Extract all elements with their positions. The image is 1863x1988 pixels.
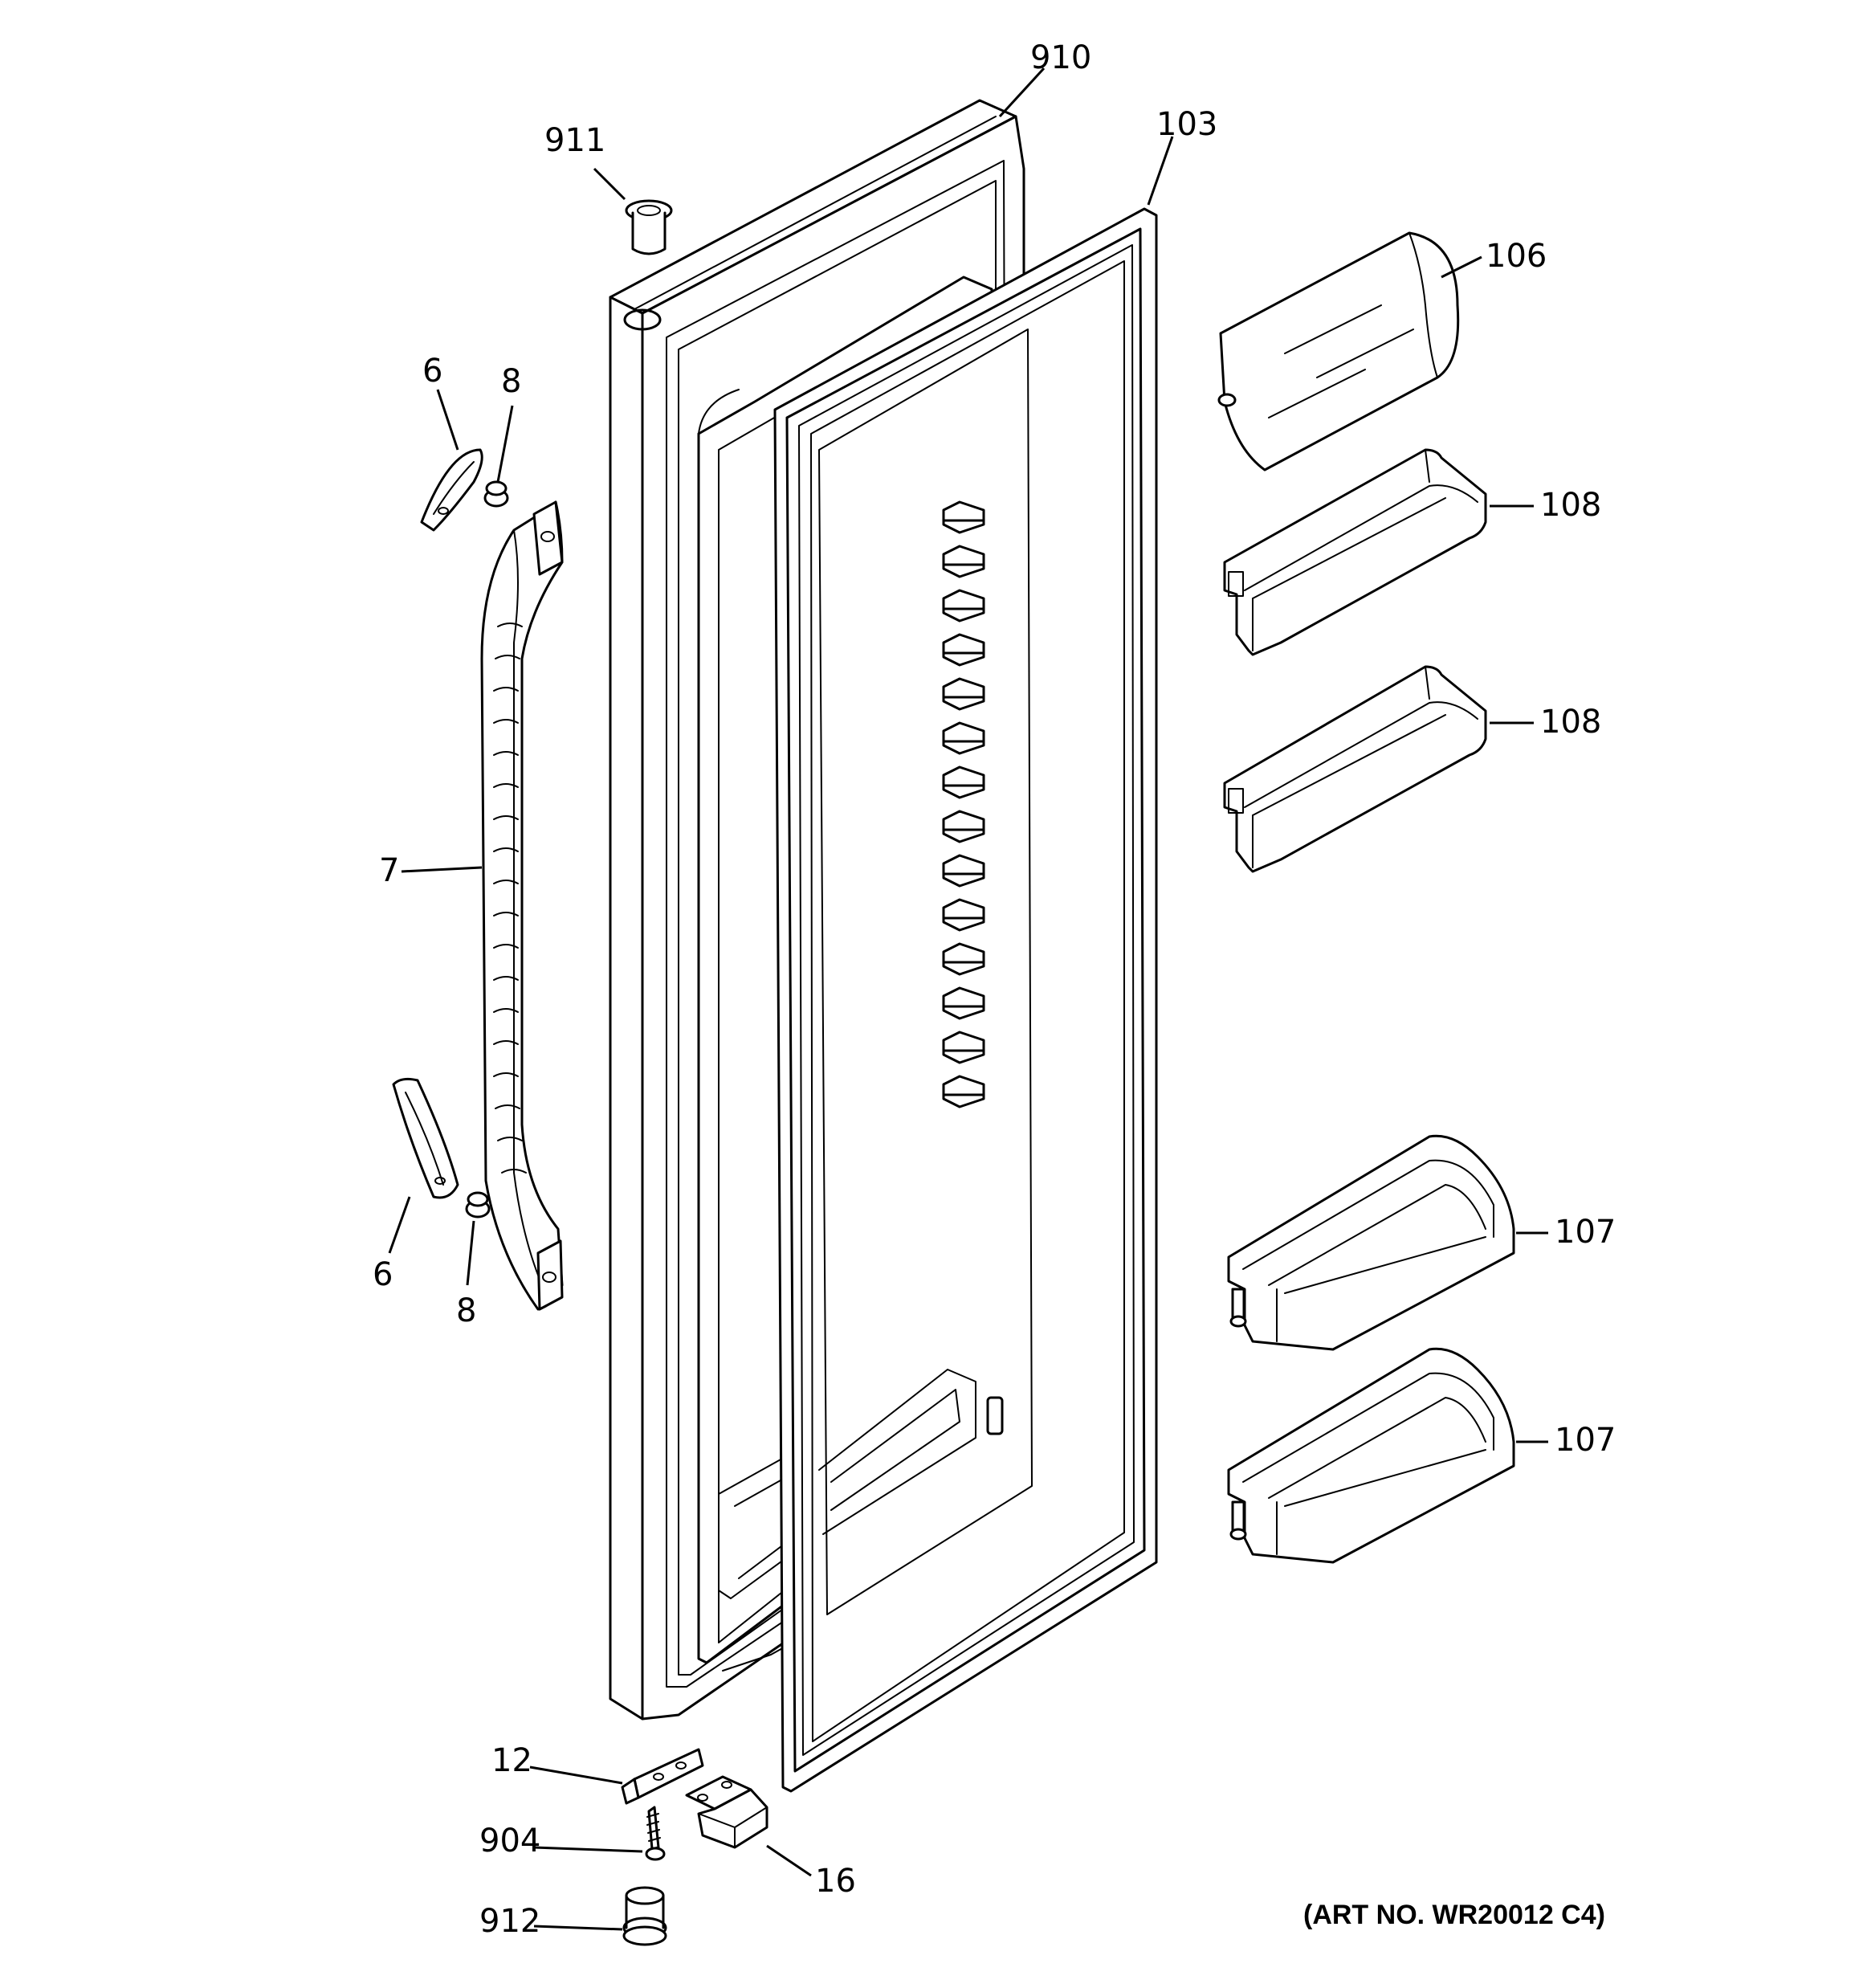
door-handle [480,500,564,1311]
shelf-support-ribs [942,500,985,1108]
callout-12: 12 [491,1742,532,1779]
callout-labels: 910 103 911 106 108 108 107 107 6 8 7 6 … [373,39,1616,1940]
leader-lines [388,67,1548,1931]
handle-cap-top [420,448,483,532]
callout-7: 7 [379,852,399,889]
shelf-bin-upper [1223,448,1487,656]
dairy-door [1217,231,1460,471]
callout-911: 911 [544,122,605,159]
callout-108-lower: 108 [1540,704,1601,741]
shelf-bin-lower [1223,665,1487,873]
bottle-bin-lower [1227,1347,1515,1564]
hinge-bushing-top [625,199,673,255]
screw [645,1806,666,1861]
callout-910: 910 [1030,39,1091,76]
callout-6-bottom: 6 [373,1256,393,1293]
art-number: (ART NO. WR20012 C4) [1303,1900,1605,1930]
callout-106: 106 [1486,238,1547,275]
callout-107-lower: 107 [1555,1422,1616,1459]
callout-8-top: 8 [501,363,521,400]
handle-screw-bottom [465,1191,491,1219]
callout-103: 103 [1156,106,1217,143]
hinge-bushing-bottom [622,1886,667,1946]
callout-107-upper: 107 [1555,1214,1616,1251]
door-stop [621,1748,704,1805]
bottom-hinge [685,1775,768,1849]
callout-904: 904 [479,1823,540,1859]
bottle-bin-upper [1227,1134,1515,1351]
door-gasket [773,207,1158,1793]
callout-8-bottom: 8 [456,1292,476,1329]
callout-108-upper: 108 [1540,487,1601,524]
handle-screw-top [483,480,509,508]
callout-16: 16 [815,1863,856,1900]
callout-6-top: 6 [422,353,442,390]
callout-912: 912 [479,1903,540,1940]
handle-cap-bottom [392,1077,459,1199]
